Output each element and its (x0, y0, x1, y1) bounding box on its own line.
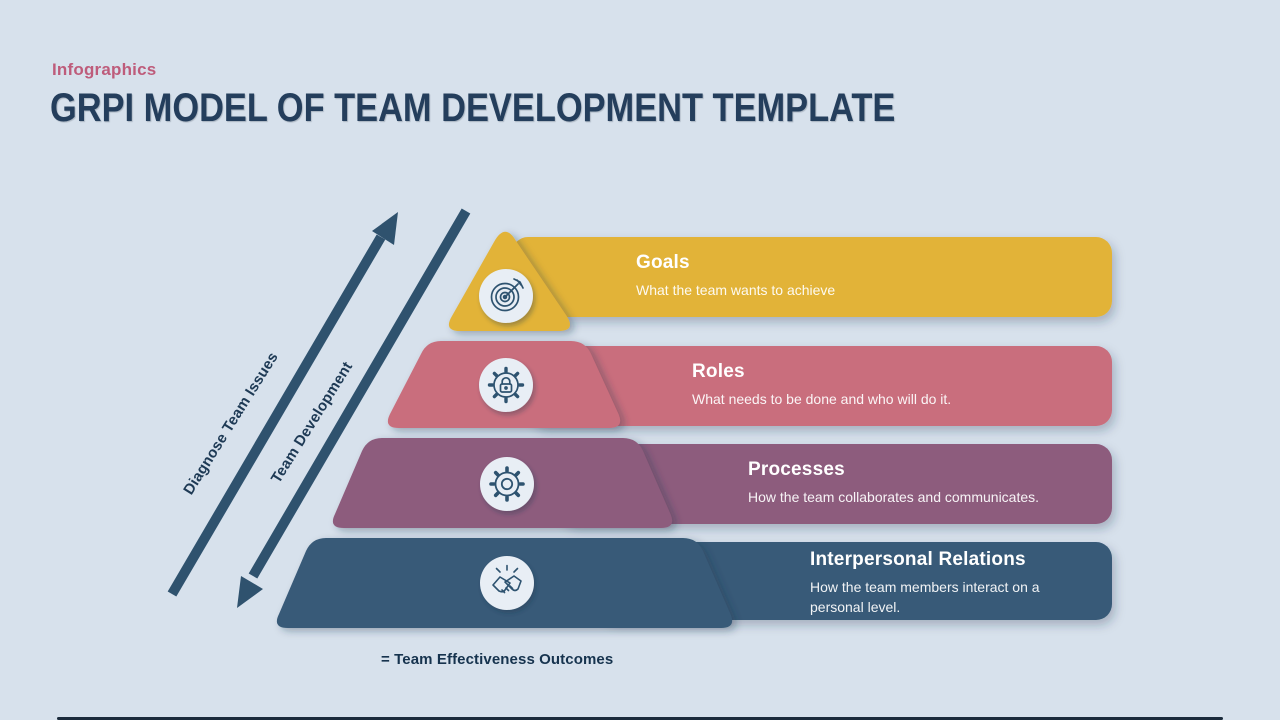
interpersonal-bar-shape (600, 542, 1112, 620)
handshake-icon (492, 564, 522, 594)
roles-row-text: Roles What needs to be done and who will… (692, 361, 1092, 410)
page-title: GRPI MODEL OF TEAM DEVELOPMENT TEMPLATE (50, 86, 896, 130)
up-arrow (167, 212, 398, 597)
gear-icon (489, 466, 525, 502)
target-icon (490, 278, 524, 312)
interpersonal-description: How the team members interact on a perso… (810, 579, 1040, 615)
goals-description: What the team wants to achieve (636, 282, 836, 298)
processes-row-text: Processes How the team collaborates and … (748, 459, 1108, 508)
goals-row-text: Goals What the team wants to achieve (636, 252, 1056, 301)
down-arrow (237, 208, 471, 608)
roles-description: What needs to be done and who will do it… (692, 391, 952, 407)
legend-label: = Team Effectiveness Outcomes (381, 651, 614, 668)
eyebrow-label: Infographics (52, 60, 157, 79)
processes-bar-shape (560, 444, 1112, 524)
interpersonal-title: Interpersonal Relations (810, 549, 1026, 570)
processes-title: Processes (748, 459, 845, 480)
processes-icon-circle (480, 457, 534, 511)
goals-title: Goals (636, 252, 690, 273)
slide-bottom-edge (57, 717, 1223, 720)
gear-lock-icon (487, 366, 525, 404)
goals-bar-shape (512, 237, 1112, 317)
processes-description: How the team collaborates and communicat… (748, 489, 1040, 505)
roles-bar-shape (530, 346, 1112, 426)
interpersonal-row-text: Interpersonal Relations How the team mem… (810, 549, 1068, 618)
roles-icon-circle (479, 358, 533, 412)
roles-title: Roles (692, 361, 745, 382)
